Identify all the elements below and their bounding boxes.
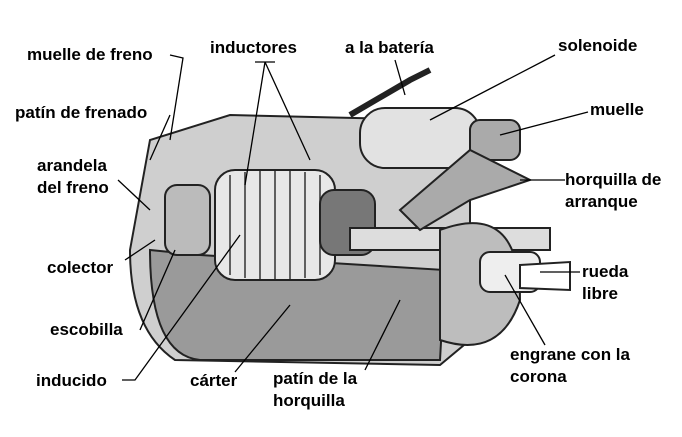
label-muelle: muelle xyxy=(590,100,644,119)
label-patin-de-frenado: patín de frenado xyxy=(15,103,148,122)
label-horquilla-line1: horquilla de xyxy=(565,170,662,189)
label-arandela-line2: del freno xyxy=(37,178,109,197)
label-carter: cárter xyxy=(190,371,238,390)
label-rueda-line1: rueda xyxy=(582,262,629,281)
fork xyxy=(398,148,533,232)
label-inducido: inducido xyxy=(36,371,107,390)
label-engrane-line2: corona xyxy=(510,367,567,386)
label-solenoide: solenoide xyxy=(558,36,638,55)
label-horquilla-line2: arranque xyxy=(565,192,638,211)
label-patin-horquilla-line1: patín de la xyxy=(273,369,358,388)
label-inductores: inductores xyxy=(210,38,297,57)
label-rueda-line2: libre xyxy=(582,284,618,303)
label-muelle-de-freno: muelle de freno xyxy=(27,45,153,64)
label-colector: colector xyxy=(47,258,114,277)
commutator xyxy=(164,184,211,256)
label-arandela-line1: arandela xyxy=(37,156,107,175)
battery-lead xyxy=(348,67,432,118)
label-a-la-bateria: a la batería xyxy=(345,38,434,57)
label-escobilla: escobilla xyxy=(50,320,123,339)
label-engrane-line1: engrane con la xyxy=(510,345,630,364)
label-patin-horquilla-line2: horquilla xyxy=(273,391,345,410)
